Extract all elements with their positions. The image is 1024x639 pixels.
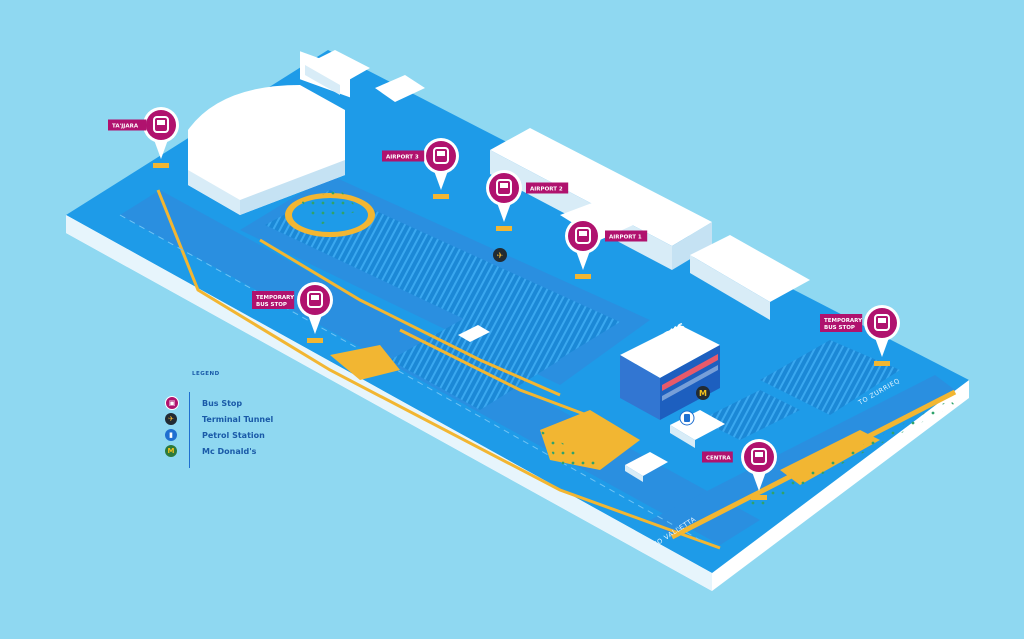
legend-label: Petrol Station	[202, 430, 265, 440]
bus-stop-pin[interactable]: CENTRA	[702, 439, 777, 500]
legend-item-terminal-tunnel: ✈ Terminal Tunnel	[165, 412, 273, 426]
legend-label: Terminal Tunnel	[202, 414, 274, 424]
bus-stop-label: AIRPORT 1	[609, 235, 642, 241]
park-east-building: PARK EAST	[188, 50, 425, 215]
plane-icon: ✈	[165, 413, 177, 425]
bus-stop-pin[interactable]: TA'JJARA	[108, 107, 179, 168]
bus-stop-label: AIRPORT 3	[386, 155, 419, 161]
bus-icon	[153, 116, 169, 133]
mcdonalds-icon: M	[696, 386, 710, 400]
svg-text:M: M	[699, 389, 707, 398]
bus-icon	[751, 448, 767, 465]
bus-icon	[575, 227, 591, 244]
bus-stop-pins: TA'JJARA AIRPORT 3 AIRPORT 2 AIRPORT 1 TEMPO…	[108, 107, 900, 500]
mcdonalds-icon: M	[165, 445, 177, 457]
legend-title: LEGEND	[192, 371, 220, 377]
bus-stop-pin[interactable]: AIRPORT 3	[382, 138, 459, 199]
legend-item-bus-stop: ▣ Bus Stop	[165, 396, 242, 410]
legend-divider	[189, 392, 190, 468]
legend-label: Bus Stop	[202, 398, 243, 408]
bus-stop-label: AIRPORT 2	[530, 187, 563, 193]
legend-label: Mc Donald's	[202, 446, 257, 456]
bus-stop-label: CENTRA	[706, 456, 731, 462]
legend: LEGEND ▣ Bus Stop ✈ Terminal Tunnel ▮ Pe…	[165, 368, 295, 478]
bus-stop-pin[interactable]: AIRPORT 1	[565, 218, 648, 279]
bus-stop-label: TA'JJARA	[112, 124, 139, 130]
landscape	[300, 190, 955, 512]
bus-icon	[307, 291, 323, 308]
svg-text:✈: ✈	[497, 251, 504, 260]
bus-icon	[433, 147, 449, 164]
terminal-tunnel-icon: ✈	[493, 248, 507, 262]
bus-stop-pin[interactable]: AIRPORT 2	[486, 170, 569, 231]
small-buildings	[458, 325, 725, 482]
bus-icon	[496, 179, 512, 196]
bus-icon	[874, 314, 890, 331]
petrol-station-icon	[679, 410, 695, 426]
bus-icon: ▣	[165, 396, 179, 410]
fuel-pump-icon: ▮	[165, 429, 177, 441]
legend-item-petrol-station: ▮ Petrol Station	[165, 428, 265, 442]
legend-item-mcdonalds: M Mc Donald's	[165, 444, 256, 458]
